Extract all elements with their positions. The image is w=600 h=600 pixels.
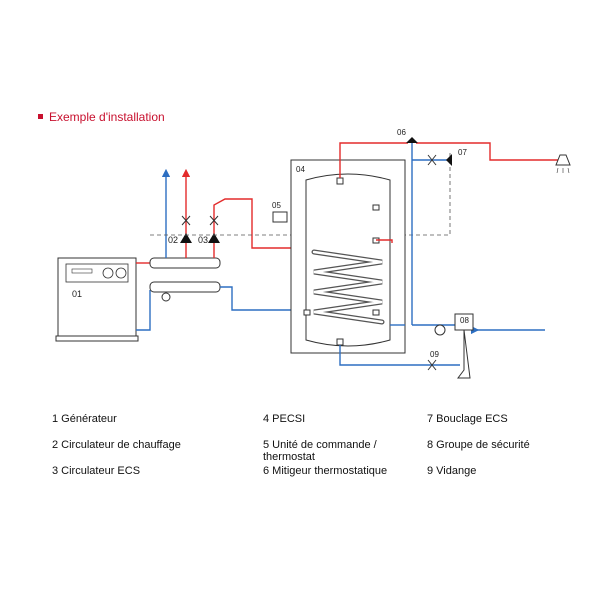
safety-group: 08: [434, 313, 474, 379]
legend-item-2: 2 Circulateur de chauffage: [52, 439, 181, 451]
shower-head-icon: [555, 154, 571, 174]
legend-item-3: 3 Circulateur ECS: [52, 465, 141, 477]
label-07: 07: [458, 148, 467, 157]
hot-water-network: [339, 142, 560, 325]
generator-pipes: [136, 262, 151, 331]
label-04: 04: [296, 165, 305, 174]
section-title-text: Exemple d'installation: [49, 110, 165, 124]
mixer-valve: 06: [397, 128, 418, 143]
label-06: 06: [397, 128, 406, 137]
section-title: Exemple d'installation: [38, 110, 165, 124]
legend-item-8: 8 Groupe de sécurité: [427, 439, 530, 451]
legend-item-1: 1 Générateur: [52, 413, 117, 425]
tank: 04: [290, 159, 406, 354]
control-wiring: [150, 150, 451, 236]
circulator-heating: 02: [168, 215, 192, 245]
ecs-circuit: [213, 198, 298, 311]
control-unit: 05: [272, 201, 288, 223]
legend-item-5: 5 Unité de commande / thermostat: [263, 439, 377, 463]
heating-risers: [161, 168, 191, 258]
label-09: 09: [430, 350, 439, 359]
label-01: 01: [72, 289, 82, 299]
manifold: [149, 257, 221, 302]
legend-item-9: 9 Vidange: [427, 465, 477, 477]
title-bullet-icon: [38, 114, 43, 120]
legend-item-7: 7 Bouclage ECS: [427, 413, 508, 425]
drain-valve: 09: [427, 350, 439, 371]
label-05: 05: [272, 201, 281, 210]
generator: 01: [55, 257, 139, 342]
legend-item-4: 4 PECSI: [263, 413, 306, 425]
label-03: 03: [198, 235, 208, 245]
legend-item-6: 6 Mitigeur thermostatique: [263, 465, 388, 477]
label-02: 02: [168, 235, 178, 245]
ecs-loop: 07: [427, 148, 467, 166]
circulator-ecs: 03: [198, 215, 220, 245]
cold-water-inlet: [339, 324, 545, 366]
label-08: 08: [460, 316, 469, 325]
